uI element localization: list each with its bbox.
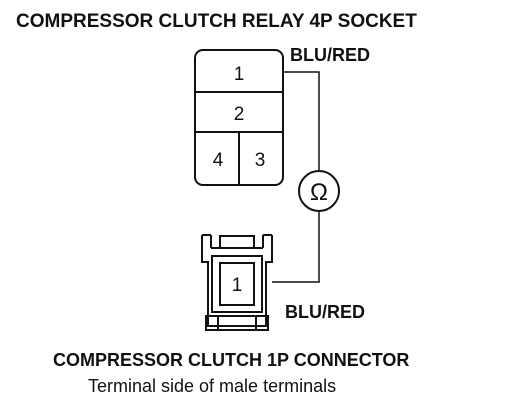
ohmmeter-circle (298, 170, 340, 212)
socket-terminal-1: 1 (234, 64, 245, 85)
connector-terminal-box (219, 262, 255, 306)
connector-cavity (211, 255, 263, 313)
connector-base (205, 315, 269, 331)
socket-wire-label: BLU/RED (290, 45, 370, 65)
connector-subtitle: Terminal side of male terminals (88, 376, 336, 396)
socket-terminal-4: 4 (213, 150, 224, 171)
test-leads (272, 71, 320, 283)
connector-lock-tab (219, 235, 255, 249)
connector-terminal-1: 1 (232, 275, 243, 296)
clutch-connector (201, 234, 273, 331)
lead-to-socket (283, 71, 320, 170)
ohm-icon: Ω (310, 179, 328, 206)
lead-to-connector (272, 212, 320, 283)
socket-terminal-2: 2 (234, 104, 245, 125)
socket-terminal-3: 3 (255, 150, 266, 171)
connector-wire-label: BLU/RED (285, 302, 365, 322)
connector-body (201, 235, 273, 327)
socket-title: COMPRESSOR CLUTCH RELAY 4P SOCKET (16, 11, 417, 32)
ohmmeter: Ω (298, 170, 340, 212)
connector-title: COMPRESSOR CLUTCH 1P CONNECTOR (53, 350, 409, 370)
relay-socket (194, 49, 284, 186)
